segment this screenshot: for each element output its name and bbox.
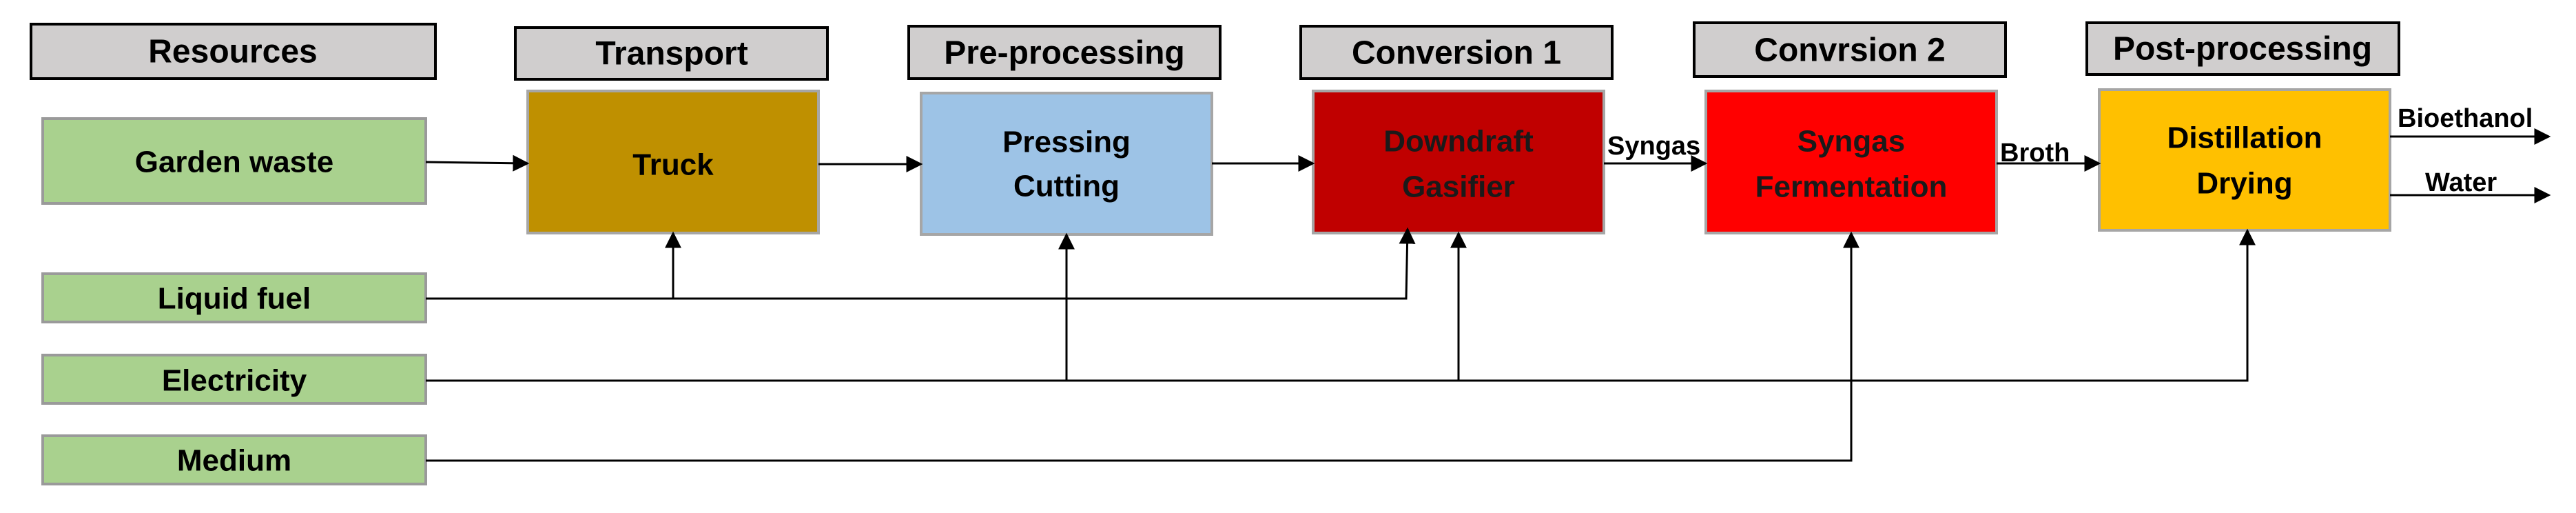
process-downdraft-gasifier: Downdraft Gasifier <box>1312 90 1605 234</box>
stage-header-label: Conversion 1 <box>1352 35 1561 72</box>
process-label: Pressing <box>1002 125 1131 159</box>
process-label: Distillation <box>2167 121 2322 155</box>
stage-header-post-processing: Post-processing <box>2085 21 2400 76</box>
process-distillation-drying: Distillation Drying <box>2098 88 2391 232</box>
resource-liquid-fuel: Liquid fuel <box>41 272 427 323</box>
liquid-fuel-to-gasifier-line <box>426 227 1416 300</box>
utility-lines <box>426 227 2256 462</box>
process-label: Syngas <box>1797 125 1906 159</box>
resource-label: Garden waste <box>135 145 334 179</box>
resource-electricity: Electricity <box>41 354 427 405</box>
stage-header-conversion-2: Convrsion 2 <box>1693 21 2007 78</box>
stage-header-label: Resources <box>148 34 317 70</box>
stage-header-label: Post-processing <box>2113 31 2372 68</box>
resource-label: Medium <box>177 444 291 478</box>
resource-medium: Medium <box>41 434 427 485</box>
electricity-to-distillation-line <box>426 228 2256 382</box>
process-syngas-fermentation: Syngas Fermentation <box>1704 90 1998 234</box>
process-label: Fermentation <box>1755 170 1948 204</box>
flow-label-water: Water <box>2425 168 2497 197</box>
flow-label-broth: Broth <box>2000 139 2070 168</box>
resource-label: Liquid fuel <box>158 282 311 316</box>
process-label: Gasifier <box>1402 170 1515 204</box>
resource-label: Electricity <box>162 364 307 398</box>
stage-header-conversion-1: Conversion 1 <box>1299 25 1614 80</box>
flow-label-syngas: Syngas <box>1607 132 1700 161</box>
process-label: Drying <box>2196 167 2292 201</box>
process-truck: Truck <box>526 90 820 234</box>
stage-header-resources: Resources <box>30 23 437 80</box>
stage-header-label: Pre-processing <box>944 35 1184 72</box>
stage-header-pre-processing: Pre-processing <box>907 25 1222 80</box>
stage-header-transport: Transport <box>514 26 829 81</box>
process-label: Cutting <box>1013 170 1120 203</box>
process-label: Truck <box>632 148 714 182</box>
process-pressing-cutting: Pressing Cutting <box>920 92 1213 236</box>
resource-garden-waste: Garden waste <box>41 117 427 205</box>
stage-header-label: Convrsion 2 <box>1754 32 1945 69</box>
medium-to-fermentation-line <box>426 231 1859 462</box>
main-flow-arrows <box>425 128 2551 203</box>
arrow-garden-to-truck <box>425 154 530 172</box>
process-label: Downdraft <box>1383 125 1534 159</box>
stage-header-label: Transport <box>595 36 748 72</box>
flow-label-bioethanol: Bioethanol <box>2398 104 2533 133</box>
